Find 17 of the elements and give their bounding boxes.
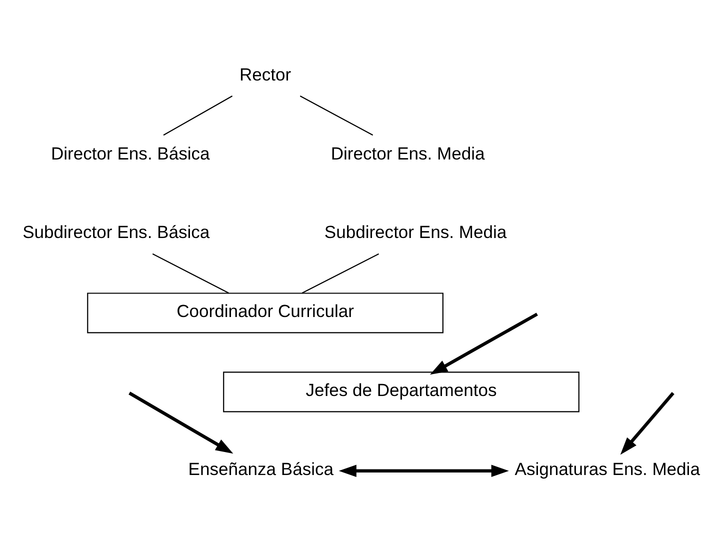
node-text: Subdirector Ens. Media [324, 222, 507, 242]
arrow [338, 464, 509, 477]
connector [163, 95, 233, 136]
node-text: Asignaturas Ens. Media [514, 458, 700, 479]
node-text: Subdirector Ens. Básica [22, 222, 210, 242]
node-text: Director Ens. Media [330, 142, 485, 163]
connector [302, 252, 379, 294]
connector [152, 252, 229, 294]
arrow [430, 312, 538, 374]
node-text: Enseñanza Básica [188, 458, 334, 479]
node-box: Jefes de Departamentos [223, 371, 580, 412]
arrow [128, 391, 234, 454]
arrow [620, 392, 674, 454]
node-box: Coordinador Curricular [87, 292, 444, 333]
connector [300, 95, 374, 136]
node-text: Director Ens. Básica [51, 142, 210, 163]
node-text: Rector [239, 64, 292, 84]
